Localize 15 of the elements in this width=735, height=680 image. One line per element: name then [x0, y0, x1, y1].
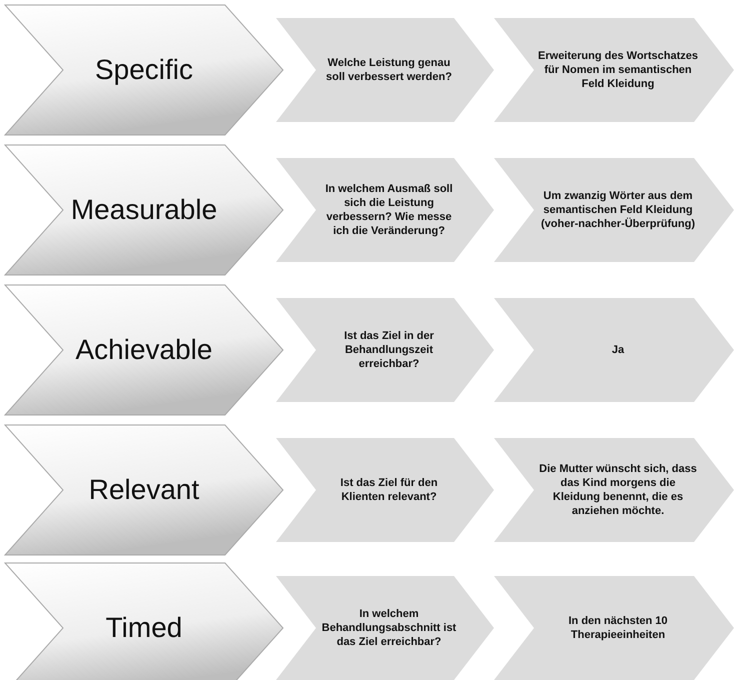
- step-heading: Timed: [104, 612, 184, 644]
- step-description: Die Mutter wünscht sich, dass das Kind morgens die Kleidung benennt, die es anziehen möchte.: [538, 462, 698, 518]
- step-heading: Relevant: [88, 474, 200, 506]
- step-description: Erweiterung des Wortschatzes für Nomen im semantischen Feld Kleidung: [537, 49, 699, 91]
- step-heading: Achievable: [74, 334, 214, 366]
- step-description: In welchem Ausmaß soll sich die Leistung verbessern? Wie messe ich die Veränderung?: [324, 182, 454, 238]
- step-description: Ist das Ziel für den Klienten relevant?: [339, 476, 439, 504]
- step-description: Ja: [610, 343, 626, 357]
- step-heading: Specific: [94, 54, 194, 86]
- step-heading: Measurable: [70, 194, 218, 226]
- step-description: In den nächsten 10 Therapieeinheiten: [567, 614, 669, 642]
- step-description: Ist das Ziel in der Behandlungszeit erreichbar?: [343, 329, 435, 371]
- step-description: In welchem Behandlungsabschnitt ist das Ziel erreichbar?: [320, 607, 458, 649]
- step-description: Welche Leistung genau soll verbessert werden?: [325, 56, 453, 84]
- step-description: Um zwanzig Wörter aus dem semantischen Feld Kleidung (voher-nachher-Überprüfung): [540, 189, 696, 231]
